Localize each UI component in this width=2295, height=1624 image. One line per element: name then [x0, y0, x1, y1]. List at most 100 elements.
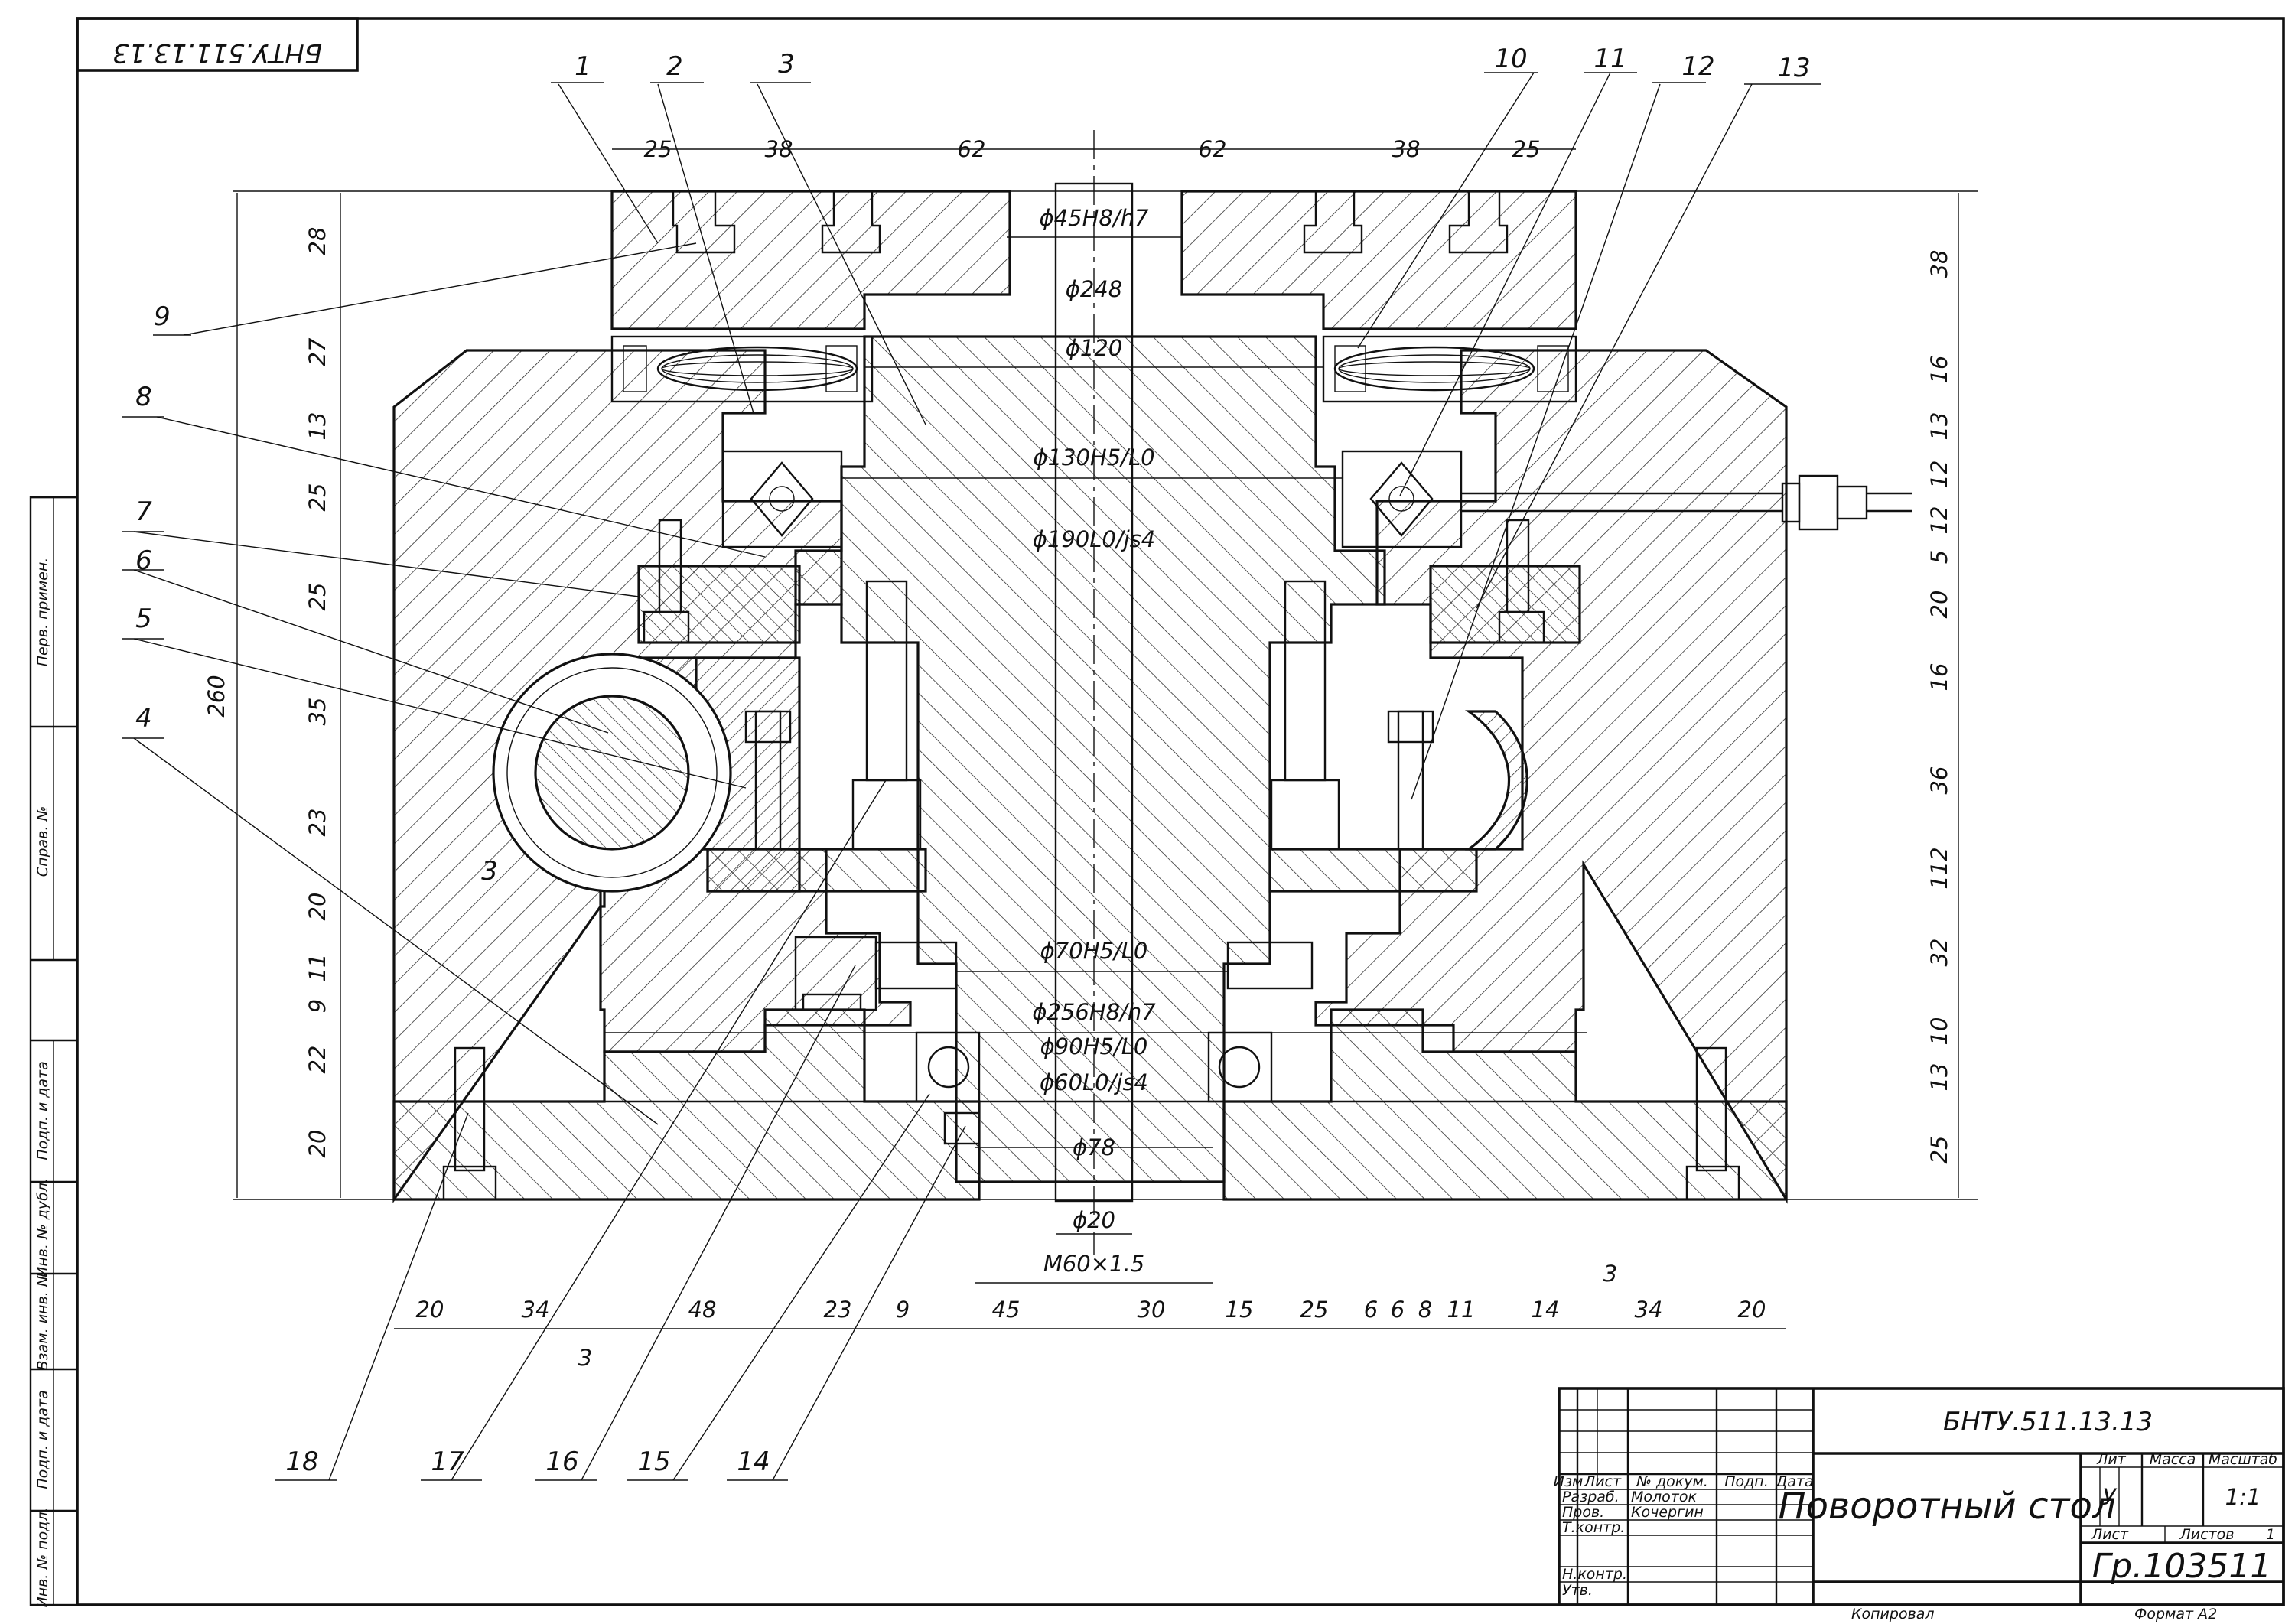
- dim-right-12: 10: [1926, 1017, 1952, 1046]
- format-label: Формат A2: [2134, 1606, 2217, 1622]
- designation: БНТУ.511.13.13: [1943, 1407, 2153, 1437]
- dim-top-2: 38: [765, 136, 793, 162]
- dim-right-2: 16: [1926, 356, 1952, 384]
- dim-right-8: 16: [1926, 663, 1952, 692]
- dim-bottom-5: 9: [896, 1297, 910, 1323]
- fit-256: ϕ256H8/h7: [1032, 999, 1156, 1025]
- callout-14: 14: [737, 1447, 770, 1477]
- dim-bottom-2: 34: [522, 1297, 550, 1323]
- dim-right-9: 36: [1926, 766, 1952, 795]
- dim-bottom-4: 23: [824, 1297, 852, 1323]
- side-stamp-5: Взам. инв. №: [34, 1271, 51, 1370]
- callout-8: 8: [135, 382, 152, 412]
- name-razrab: Молоток: [1631, 1489, 1697, 1505]
- dim-right-10: 112: [1926, 847, 1952, 889]
- sheets-count: 1: [2266, 1526, 2275, 1543]
- fit-190: ϕ190L0/js4: [1033, 526, 1155, 552]
- dim-bottom-17: 3: [1603, 1261, 1617, 1287]
- title-block: БНТУ.511.13.13 Поворотный стол Гр.103511…: [1554, 1387, 2285, 1606]
- side-stamp-column: Перв. примен. Справ. № Подп. и дата Инв.…: [29, 496, 79, 1608]
- drawing-title: Поворотный стол: [1778, 1485, 2115, 1528]
- dim-right-14: 25: [1926, 1136, 1952, 1164]
- worm-gear: [492, 653, 1528, 893]
- wheel-rim-right: [1268, 848, 1478, 893]
- callout-9: 9: [154, 301, 171, 332]
- fit-20: ϕ20: [1073, 1207, 1115, 1233]
- central-shaft: [794, 335, 1386, 1183]
- dim-left-2: 27: [304, 337, 330, 366]
- callout-15: 15: [637, 1447, 670, 1477]
- round-nut-left: [874, 941, 958, 990]
- side-stamp-4: Инв. № дубл.: [34, 1178, 51, 1277]
- dimensions-top: 25 38 62 62 38 25: [644, 136, 1541, 162]
- wheel-screw-right: [1397, 710, 1424, 851]
- letter-value: У: [2102, 1484, 2118, 1510]
- fit-m60: M60×1.5: [1043, 1251, 1144, 1277]
- top-stamp-box: [76, 17, 359, 72]
- hdr-list: Лист: [1584, 1473, 1622, 1490]
- callout-4: 4: [135, 703, 152, 734]
- dim-right-1: 38: [1926, 250, 1952, 278]
- dim-left-9: 11: [304, 954, 330, 982]
- fit-90: ϕ90H5/L0: [1040, 1033, 1148, 1059]
- thrust-bearing-right: [1322, 335, 1577, 403]
- dim-top-1: 25: [644, 136, 672, 162]
- dim-top-6: 25: [1512, 136, 1541, 162]
- ring-left: [637, 565, 801, 644]
- dim-right-13: 13: [1926, 1063, 1952, 1092]
- side-stamp-2: Справ. №: [34, 806, 51, 877]
- fit-130: ϕ130H5/L0: [1033, 444, 1154, 470]
- table-top-left: [610, 190, 1011, 330]
- dim-bottom-8: 15: [1226, 1297, 1254, 1323]
- fit-60: ϕ60L0/js4: [1040, 1069, 1148, 1095]
- callout-17: 17: [431, 1447, 464, 1477]
- dim-left-8: 20: [304, 893, 330, 921]
- dim-left-7: 23: [304, 809, 330, 837]
- dim-left-6: 35: [304, 698, 330, 726]
- dim-bottom-1: 20: [416, 1297, 444, 1323]
- callout-3b: 3: [481, 856, 498, 887]
- dim-bottom-12: 8: [1418, 1297, 1432, 1323]
- assembly-section: [392, 130, 1912, 1255]
- fit-120: ϕ120: [1066, 335, 1122, 361]
- fit-45: ϕ45H8/h7: [1040, 205, 1149, 231]
- side-stamp-3: Подп. и дата: [34, 1061, 51, 1160]
- dim-left-5: 25: [304, 583, 330, 611]
- bearing-right: [1341, 450, 1463, 548]
- sheets-label: Листов: [2179, 1526, 2235, 1543]
- dim-bottom-11: 6: [1391, 1297, 1405, 1323]
- fit-70: ϕ70H5/L0: [1040, 938, 1148, 964]
- col-lit: Лит: [2096, 1451, 2127, 1468]
- dim-right-4: 12: [1926, 461, 1952, 489]
- callout-16: 16: [545, 1447, 578, 1477]
- scale-value: 1:1: [2225, 1484, 2261, 1510]
- dim-bottom-10: 6: [1364, 1297, 1378, 1323]
- group-code: Гр.103511: [2092, 1547, 2271, 1586]
- hdr-izm: Изм: [1554, 1473, 1584, 1490]
- dim-top-3: 62: [958, 136, 986, 162]
- side-stamp-7: Инв. № подл.: [34, 1507, 51, 1607]
- dimensions-right: 38 16 13 12 12 5 20 16 36 112 32 10 13 2…: [1926, 250, 1952, 1164]
- part-callouts: 1 2 3 10 11 12 13 9 8 7 6 5 4 18 17 16 1…: [122, 44, 1821, 1481]
- dim-top-5: 38: [1392, 136, 1421, 162]
- fit-labels: ϕ45H8/h7 ϕ248 ϕ120 ϕ130H5/L0 ϕ190L0/js4 …: [1032, 205, 1156, 1277]
- t-slot-2: [821, 190, 881, 254]
- col-mass: Масса: [2150, 1451, 2196, 1468]
- dim-bottom-16: 20: [1738, 1297, 1766, 1323]
- dim-bottom-14: 14: [1532, 1297, 1560, 1323]
- role-razrab: Разраб.: [1562, 1489, 1620, 1505]
- callout-6: 6: [135, 545, 152, 576]
- foot-bolt-right: [1695, 1046, 1727, 1172]
- dim-left-4: 25: [304, 483, 330, 512]
- dim-left-total: 260: [203, 675, 230, 717]
- dim-right-5: 12: [1926, 506, 1952, 535]
- wheel-rim-left: [706, 848, 927, 893]
- top-stamp-text: БНТУ.511.13.13: [112, 37, 322, 68]
- t-slot-4: [1448, 190, 1509, 254]
- callout-12: 12: [1681, 51, 1714, 82]
- dim-right-7: 20: [1926, 591, 1952, 619]
- fit-248: ϕ248: [1066, 276, 1122, 302]
- dim-bottom-7: 30: [1138, 1297, 1166, 1323]
- side-stamp-1: Перв. примен.: [34, 558, 51, 667]
